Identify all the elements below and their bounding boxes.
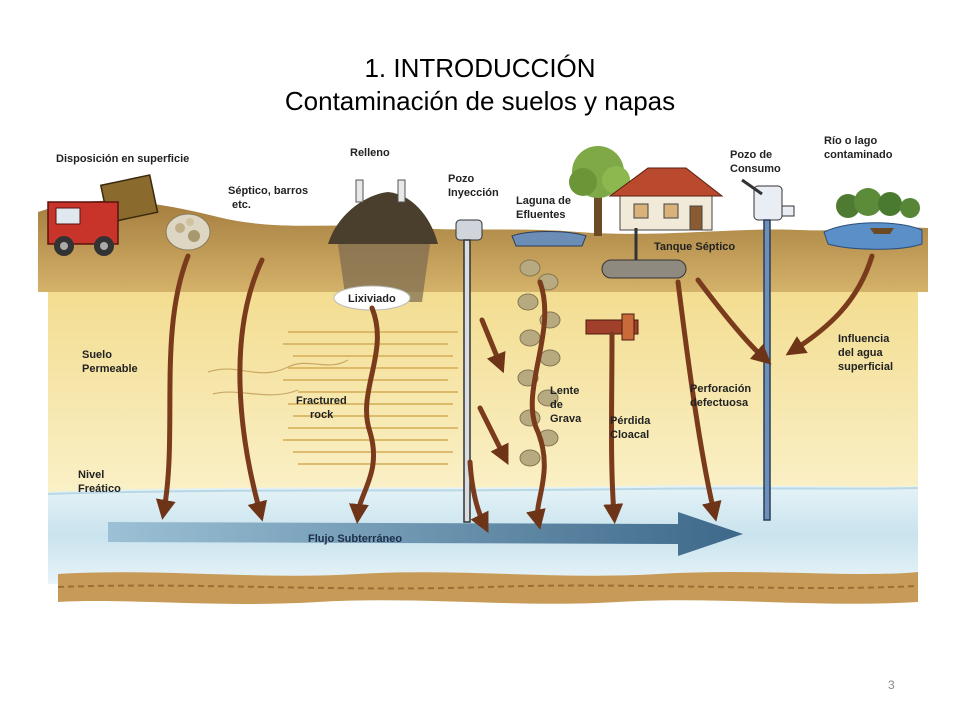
effluent-lagoon-icon	[511, 231, 587, 247]
label-flujo: Flujo Subterráneo	[308, 533, 402, 545]
truck-icon	[47, 174, 159, 256]
arrow-sewer-leak	[603, 331, 624, 524]
root-cracks	[207, 359, 349, 396]
label-pozo-iny-1: Pozo	[448, 173, 475, 185]
diagram-svg: Disposición en superficie Séptico, barro…	[38, 132, 930, 632]
label-laguna-2: Efluentes	[516, 209, 566, 221]
label-lente-2: de	[550, 399, 563, 411]
label-pozo-consumo-1: Pozo de	[730, 149, 772, 161]
label-pozo-consumo-2: Consumo	[730, 163, 781, 175]
arrow-to-well-left	[695, 277, 772, 365]
well-casing	[763, 219, 771, 521]
label-pozo-iny-2: Inyección	[448, 187, 499, 199]
groundwater-flow-arrow	[108, 512, 743, 556]
arrow-septic-sludge	[237, 257, 267, 522]
label-disposicion: Disposición en superficie	[56, 153, 189, 165]
title-line-1: 1. INTRODUCCIÓN	[364, 53, 596, 83]
arrow-injection-upper	[479, 317, 506, 374]
label-perdida-2: Cloacal	[610, 429, 649, 441]
label-lixiviado: Lixiviado	[348, 293, 396, 305]
label-rio-1: Río o lago	[824, 135, 877, 147]
water-table-line	[47, 487, 919, 495]
title-line-2: Contaminación de suelos y napas	[284, 86, 676, 116]
arrow-injection-lower	[477, 405, 509, 465]
arrow-septic-tank	[675, 279, 722, 522]
label-suelo-1: Suelo	[82, 349, 112, 361]
label-perforacion-1: Perforación	[690, 383, 751, 395]
permeable-soil-layer	[48, 282, 918, 512]
waste-pile	[165, 213, 211, 251]
contaminant-arrows	[155, 253, 875, 533]
label-perforacion-2: defectuosa	[690, 397, 749, 409]
label-tanque: Tanque Séptico	[654, 241, 735, 253]
page-number: 3	[888, 678, 895, 692]
arrow-surface-water	[785, 253, 875, 356]
label-septico-2: etc.	[232, 199, 251, 211]
contamination-diagram: Disposición en superficie Séptico, barro…	[38, 132, 930, 632]
slide-title: 1. INTRODUCCIÓN Contaminación de suelos …	[0, 52, 960, 118]
label-lente-1: Lente	[550, 385, 579, 397]
arrow-surface-disposal	[155, 253, 191, 520]
label-lente-3: Grava	[550, 413, 582, 425]
tree-icon	[569, 146, 630, 236]
label-suelo-2: Permeable	[82, 363, 138, 375]
arrow-leachate	[348, 305, 380, 524]
water-pump-icon	[741, 178, 795, 221]
boat-icon	[870, 228, 894, 234]
lake-icon	[823, 188, 923, 250]
injection-well-icon	[455, 219, 483, 523]
label-nivel-2: Freático	[78, 483, 121, 495]
label-influencia-3: superficial	[838, 361, 893, 373]
label-nivel-1: Nivel	[78, 469, 104, 481]
label-relleno: Relleno	[350, 147, 390, 159]
label-fractured-1: Fractured	[296, 395, 347, 407]
label-septico-1: Séptico, barros	[228, 185, 308, 197]
label-laguna-1: Laguna de	[516, 195, 571, 207]
arrow-gravel-lens	[526, 279, 548, 530]
house-icon	[608, 167, 724, 231]
label-fractured-2: rock	[310, 409, 334, 421]
label-perdida-1: Pérdida	[610, 415, 651, 427]
label-influencia-2: del agua	[838, 347, 884, 359]
label-rio-2: contaminado	[824, 149, 893, 161]
sewer-pipe-icon	[585, 313, 639, 341]
label-influencia-1: Influencia	[838, 333, 890, 345]
septic-tank-icon	[601, 228, 687, 279]
arrow-injection-bottom	[467, 459, 489, 533]
diagram-labels: Disposición en superficie Séptico, barro…	[56, 135, 893, 545]
